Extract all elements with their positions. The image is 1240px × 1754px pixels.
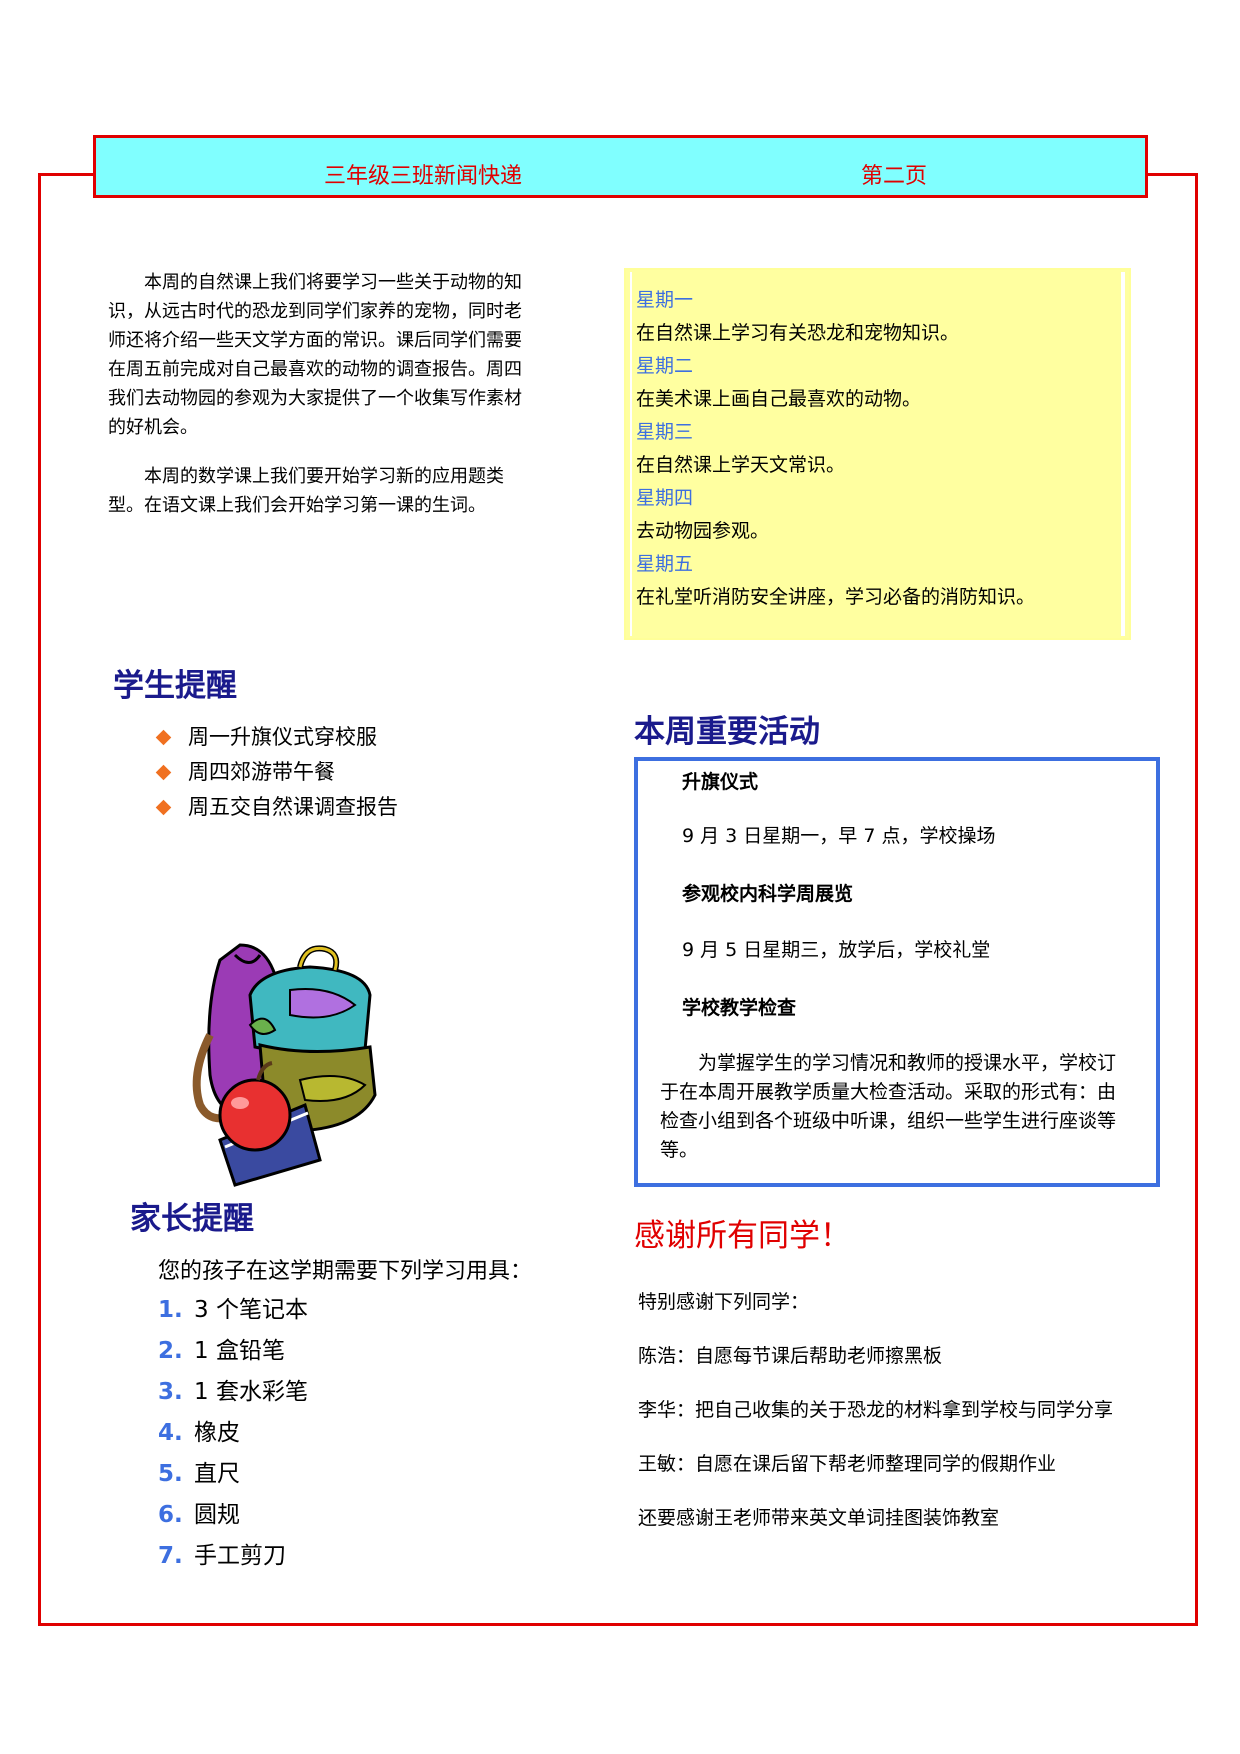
event-title: 升旗仪式: [682, 771, 759, 793]
parent-reminders-title: 家长提醒: [130, 1201, 254, 1237]
backpack-apple-clipart: [192, 943, 377, 1187]
list-item: 3.1 套水彩笔: [158, 1379, 308, 1405]
diamond-bullet-icon: [155, 729, 172, 746]
weekly-events-title: 本周重要活动: [634, 714, 820, 750]
event-title: 参观校内科学周展览: [682, 883, 854, 905]
schedule-activity: 在自然课上学天文常识。: [636, 454, 846, 476]
event-detail: 9 月 5 日星期三，放学后，学校礼堂: [682, 939, 991, 961]
thanks-line: 王敏：自愿在课后留下帮老师整理同学的假期作业: [638, 1453, 1057, 1475]
student-reminders-title: 学生提醒: [113, 668, 237, 704]
supplies-intro: 您的孩子在这学期需要下列学习用具：: [158, 1259, 533, 1284]
thanks-list: 特别感谢下列同学： 陈浩：自愿每节课后帮助老师擦黑板 李华：把自己收集的关于恐龙…: [638, 1275, 1113, 1545]
thanks-line: 特别感谢下列同学：: [638, 1291, 810, 1313]
schedule-activity: 在自然课上学习有关恐龙和宠物知识。: [636, 322, 960, 344]
list-item: 1.3 个笔记本: [158, 1297, 308, 1323]
page-number: 第二页: [861, 164, 928, 189]
list-item: 7.手工剪刀: [158, 1543, 286, 1569]
intro-article: 本周的自然课上我们将要学习一些关于动物的知识，从远古时代的恐龙到同学们家养的宠物…: [108, 268, 530, 540]
list-item: 6.圆规: [158, 1502, 240, 1528]
event-description: 为掌握学生的学习情况和教师的授课水平，学校订于在本周开展教学质量大检查活动。采取…: [660, 1052, 1117, 1161]
supplies-list: 1.3 个笔记本 2.1 盒铅笔 3.1 套水彩笔 4.橡皮 5.直尺 6.圆规…: [158, 1290, 308, 1569]
weekly-events-box: 升旗仪式 9 月 3 日星期一，早 7 点，学校操场 参观校内科学周展览 9 月…: [634, 757, 1160, 1187]
student-reminders-list: 周一升旗仪式穿校服 周四郊游带午餐 周五交自然课调查报告: [155, 720, 398, 825]
intro-paragraph-science: 本周的自然课上我们将要学习一些关于动物的知识，从远古时代的恐龙到同学们家养的宠物…: [108, 272, 522, 438]
list-item: 4.橡皮: [158, 1420, 240, 1446]
list-item: 周五交自然课调查报告: [155, 790, 398, 825]
thanks-line: 李华：把自己收集的关于恐龙的材料拿到学校与同学分享: [638, 1399, 1114, 1421]
event-detail: 9 月 3 日星期一，早 7 点，学校操场: [682, 825, 996, 847]
diamond-bullet-icon: [155, 799, 172, 816]
schedule-day: 星期五: [636, 553, 694, 575]
list-item: 5.直尺: [158, 1461, 240, 1487]
list-item: 周四郊游带午餐: [155, 755, 398, 790]
newsletter-header: 三年级三班新闻快递 第二页: [93, 135, 1148, 198]
schedule-day: 星期四: [636, 487, 694, 509]
schedule-day: 星期三: [636, 421, 694, 443]
thanks-line: 还要感谢王老师带来英文单词挂图装饰教室: [638, 1507, 1000, 1529]
thanks-title: 感谢所有同学！: [634, 1218, 851, 1254]
schedule-day: 星期二: [636, 355, 694, 377]
event-title: 学校教学检查: [682, 997, 797, 1019]
schedule-activity: 去动物园参观。: [636, 520, 770, 542]
schedule-activity: 在礼堂听消防安全讲座，学习必备的消防知识。: [636, 586, 1036, 608]
schedule-activity: 在美术课上画自己最喜欢的动物。: [636, 388, 922, 410]
diamond-bullet-icon: [155, 764, 172, 781]
list-item: 周一升旗仪式穿校服: [155, 720, 398, 755]
newsletter-title: 三年级三班新闻快递: [324, 164, 523, 189]
list-item: 2.1 盒铅笔: [158, 1338, 285, 1364]
thanks-line: 陈浩：自愿每节课后帮助老师擦黑板: [638, 1345, 943, 1367]
intro-paragraph-math: 本周的数学课上我们要开始学习新的应用题类型。在语文课上我们会开始学习第一课的生词…: [108, 466, 504, 516]
schedule-day: 星期一: [636, 289, 694, 311]
weekly-schedule-box: 星期一 在自然课上学习有关恐龙和宠物知识。 星期二 在美术课上画自己最喜欢的动物…: [624, 268, 1131, 640]
